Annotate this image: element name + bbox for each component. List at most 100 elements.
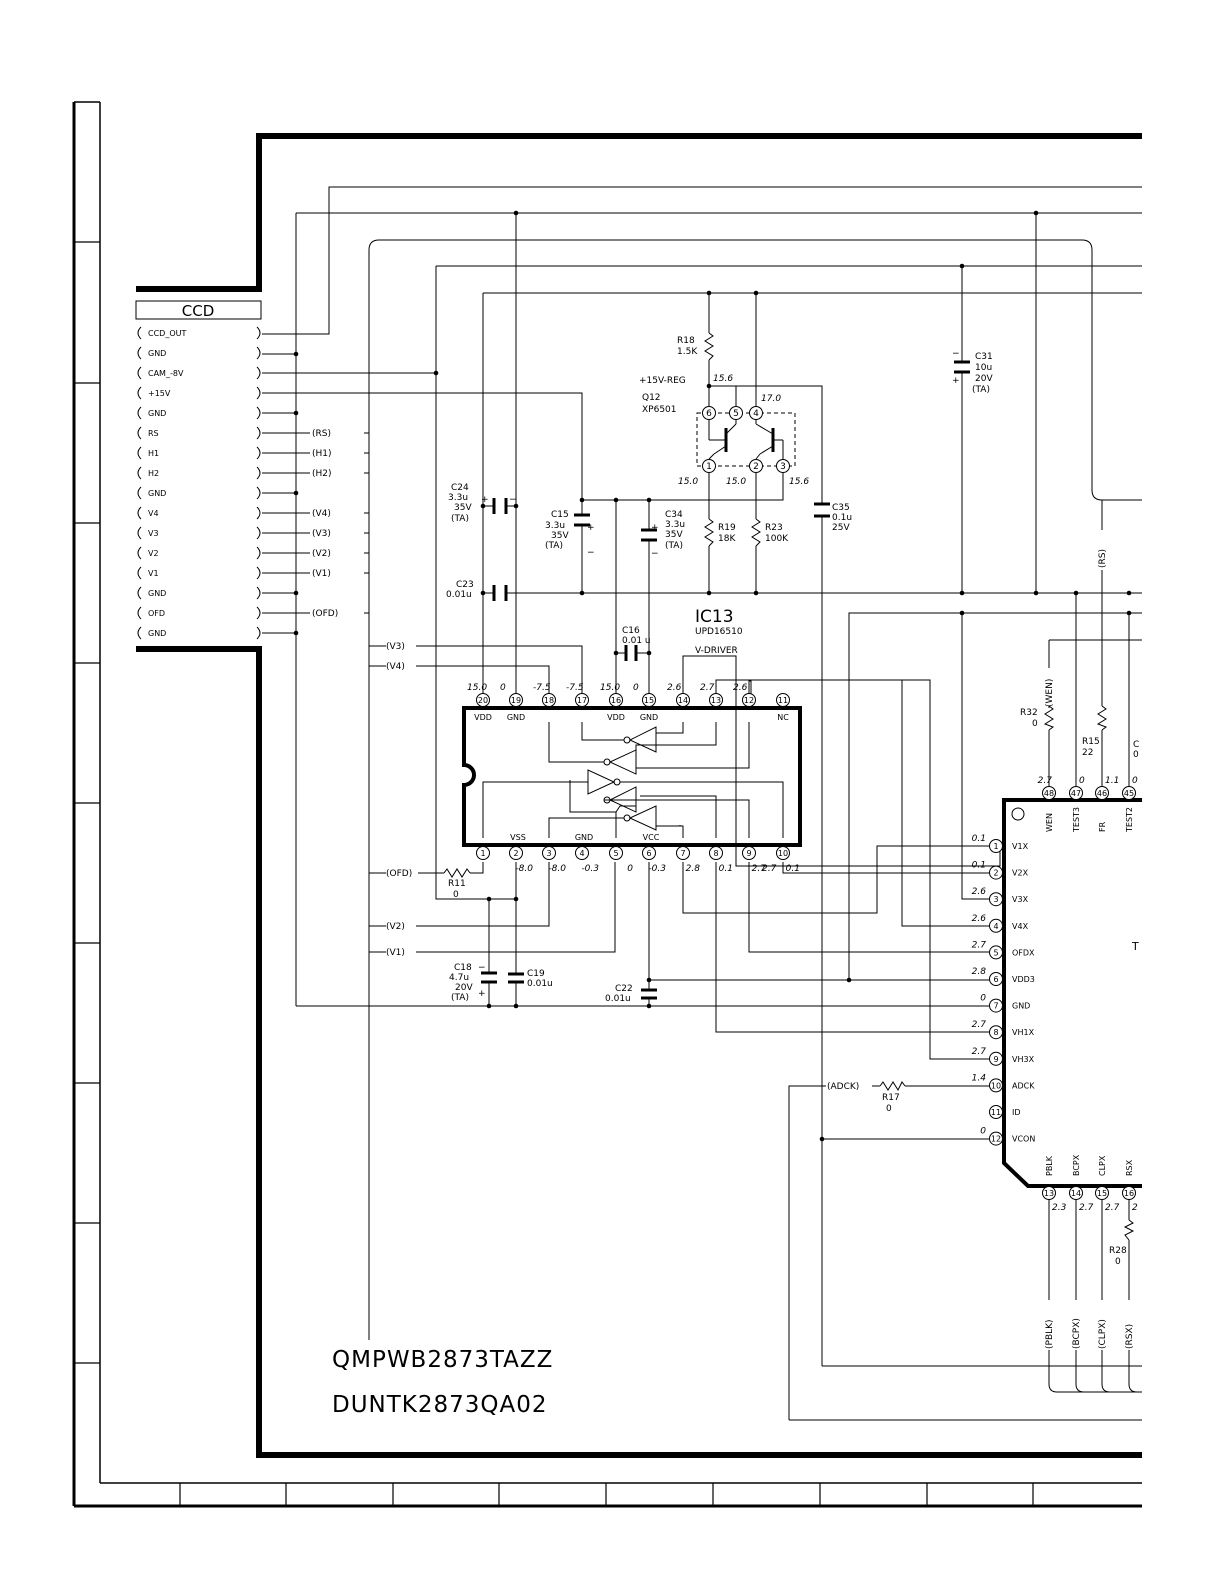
tg-pin-voltage: 2.8 <box>972 967 987 977</box>
r11-value: 0 <box>453 890 459 900</box>
net-label-v1: (V1) <box>386 948 405 958</box>
pin-number: 14 <box>678 696 688 705</box>
ic13-pin-label: VCC <box>643 833 660 842</box>
net-label-v3: (V3) <box>386 642 405 652</box>
pin-number: 17 <box>577 696 587 705</box>
connector-pin-label: OFD <box>148 609 165 618</box>
tg-pin-voltage: 2.7 <box>972 1020 987 1030</box>
pin-circle <box>989 918 1003 933</box>
pin-number: 7 <box>680 849 685 858</box>
tg-pin-label: V4X <box>1012 922 1029 931</box>
connector-net-label: (H1) <box>312 449 332 459</box>
pin-number: 15 <box>644 696 654 705</box>
c24-type: (TA) <box>451 514 469 524</box>
ic13-pin-voltage: 0.1 <box>719 864 733 874</box>
pin-circle <box>989 865 1003 880</box>
pin-number: 11 <box>778 696 788 705</box>
ic13-pin-voltage: -8.0 <box>515 864 533 874</box>
pin-circle <box>609 693 623 707</box>
passive-components <box>443 332 1135 1241</box>
pin-circle <box>989 839 1003 853</box>
ic13-pin-label: VDD <box>474 713 492 722</box>
tg-partial-text: T <box>1131 940 1139 953</box>
q12-reg-label: +15V-REG <box>639 376 686 386</box>
connector-pin-bracket <box>256 366 261 380</box>
connector-pin-label: GND <box>148 589 166 598</box>
connector-pin-bracket <box>137 526 142 540</box>
pin-number: 20 <box>478 696 488 705</box>
connector-pin-label: +15V <box>148 389 171 398</box>
tg-pin-label: VDD3 <box>1012 975 1035 984</box>
c19-value: 0.01u <box>527 979 553 989</box>
pin-circle <box>1122 786 1136 800</box>
tg-pin-voltage: 0 <box>1132 776 1138 786</box>
c35-value: 0.1u <box>832 513 852 523</box>
c35-voltage: 25V <box>832 523 850 533</box>
q12-pin: 4 <box>753 409 759 419</box>
pin-circle <box>989 892 1003 907</box>
c15-ref: C15 <box>551 510 569 520</box>
connector-pin-bracket <box>256 386 261 400</box>
c24-voltage: 35V <box>454 503 472 513</box>
r32-value: 0 <box>1032 719 1038 729</box>
net-label-pblk: (PBLK) <box>1045 1319 1055 1349</box>
ic13-pin-voltage: -0.3 <box>581 864 599 874</box>
q12-voltage: 15.0 <box>726 477 746 487</box>
ic13-desc: V-DRIVER <box>695 646 738 656</box>
connector-pin-bracket <box>256 606 261 620</box>
q12-pin: 6 <box>706 409 712 419</box>
connector-pin-bracket <box>256 486 261 500</box>
connector-pin-label: CCD_OUT <box>148 329 186 338</box>
net-label-rs: (RS) <box>1098 549 1108 568</box>
connector-net-label: (H2) <box>312 469 332 479</box>
c34-ref: C34 <box>665 510 683 520</box>
pin-number: 6 <box>993 975 998 984</box>
pin-circle <box>989 1131 1003 1146</box>
pin-number: 4 <box>579 849 584 858</box>
pin-number: 9 <box>746 849 751 858</box>
ic13-pin-voltage: 0 <box>500 683 506 693</box>
net-label-rsx: (RSX) <box>1125 1324 1135 1349</box>
tg-pin-voltage: 1.1 <box>1105 776 1119 786</box>
connector-pin-label: H2 <box>148 469 159 478</box>
pin-number: 5 <box>993 948 998 957</box>
pin-number: 11 <box>991 1108 1001 1117</box>
pin-circle <box>989 1105 1003 1119</box>
connector-pin-label: H1 <box>148 449 159 458</box>
pin-number: 16 <box>1124 1189 1134 1198</box>
c34-value: 3.3u <box>665 520 685 530</box>
net-label-adck: (ADCK) <box>827 1082 859 1092</box>
svg-text:+: + <box>478 989 486 999</box>
net-label-v2: (V2) <box>386 922 405 932</box>
tg-pin-label: RSX <box>1125 1159 1134 1176</box>
connector-pin-bracket <box>137 606 142 620</box>
c35-ref: C35 <box>832 503 850 513</box>
ic13-pin-voltage: 2.8 <box>686 864 701 874</box>
tg-pin-voltage: 2.7 <box>1038 776 1053 786</box>
pin-circle <box>1122 1186 1136 1200</box>
pin-circle <box>776 846 790 860</box>
connector-pin-label: V3 <box>148 529 159 538</box>
c15-value: 3.3u <box>545 521 565 531</box>
tg-pin-label: FR <box>1098 821 1107 832</box>
unit-part-number: DUNTK2873QA02 <box>332 1392 548 1418</box>
r15-ref: R15 <box>1082 737 1100 747</box>
q12-transistor: 6 5 4 1 2 3 15.6 17.0 15.0 15.0 15.6 +15… <box>639 374 809 487</box>
tg-pin-label: ADCK <box>1012 1081 1035 1090</box>
connector-net-label: (V4) <box>312 509 331 519</box>
pin-circle <box>776 693 790 707</box>
connector-pin-bracket <box>137 426 142 440</box>
pin-circle <box>476 846 490 860</box>
pin-circle <box>676 693 690 707</box>
pin-circle <box>1042 1186 1056 1200</box>
tg-pin-voltage: 2.6 <box>972 914 987 924</box>
connector-pin-bracket <box>137 566 142 580</box>
ic13-net-labels: (V3) (V4) (OFD) (V2) (V1) <box>386 642 412 958</box>
pin-number: 16 <box>611 696 621 705</box>
net-label-wen: (WEN) <box>1045 679 1055 707</box>
connector-pin-label: RS <box>148 429 159 438</box>
connector-pin-bracket <box>137 626 142 640</box>
q12-part: XP6501 <box>642 405 677 415</box>
